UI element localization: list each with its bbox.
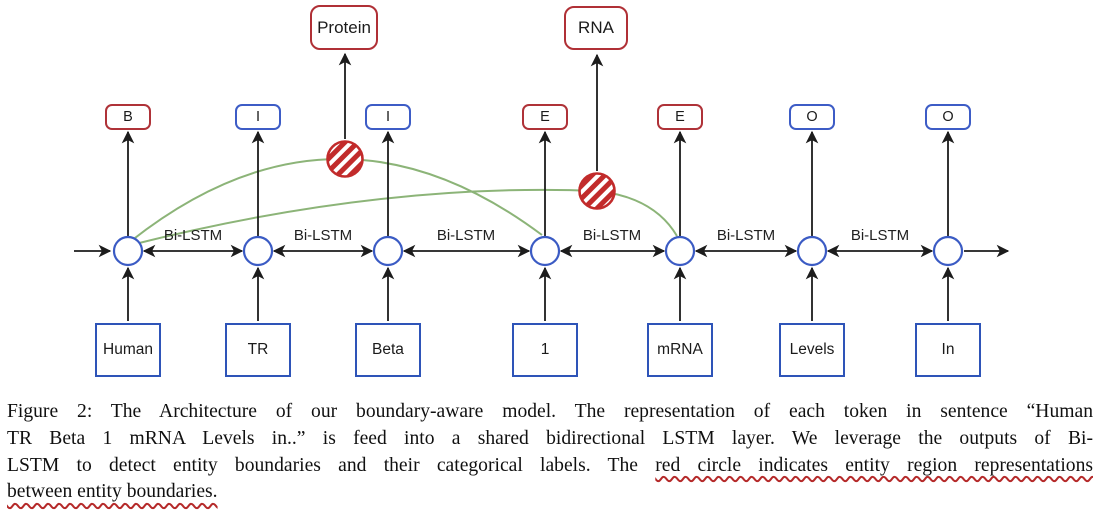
caption-line-2: TR Beta 1 mRNA Levels in..” is feed into… — [7, 426, 1093, 453]
tag-box-3: I — [365, 104, 411, 130]
caption-text: TR Beta 1 mRNA Levels in..” is feed into… — [7, 427, 1093, 449]
tag-box-4: E — [522, 104, 568, 130]
diagram-canvas — [74, 52, 1010, 321]
token-label: TR — [247, 341, 269, 358]
bilstm-label-1: Bi-LSTM — [163, 227, 223, 244]
entity-label-protein: Protein — [317, 17, 371, 37]
token-box-in: In — [915, 323, 981, 377]
tag-box-1: B — [105, 104, 151, 130]
caption-line-3: LSTM to detect entity boundaries and the… — [7, 453, 1093, 480]
token-box-1: 1 — [512, 323, 578, 377]
token-box-beta: Beta — [355, 323, 421, 377]
bilstm-label-6: Bi-LSTM — [850, 227, 910, 244]
boundary-curve-rna — [130, 188, 678, 246]
lstm-state-circle-4 — [529, 235, 561, 267]
tag-label: I — [255, 109, 261, 125]
lstm-state-circle-1 — [112, 235, 144, 267]
caption-text: LSTM to detect entity boundaries and the… — [7, 454, 656, 476]
lstm-state-circle-6 — [796, 235, 828, 267]
token-label: Levels — [789, 341, 835, 358]
tag-label: O — [806, 109, 818, 125]
tag-label: E — [675, 109, 685, 125]
entity-region-rna-icon — [578, 172, 616, 210]
token-label: In — [941, 341, 955, 358]
tag-label: I — [385, 109, 391, 125]
token-box-tr: TR — [225, 323, 291, 377]
architecture-diagram: Protein RNA B I I E E O O Bi-LSTM Bi-LST… — [74, 5, 1010, 377]
token-label: 1 — [540, 341, 550, 358]
caption-line-4: between entity boundaries. — [7, 479, 1093, 506]
entity-box-protein: Protein — [310, 5, 378, 50]
token-label: mRNA — [657, 341, 703, 358]
tag-box-2: I — [235, 104, 281, 130]
tag-box-5: E — [657, 104, 703, 130]
lstm-state-circle-7 — [932, 235, 964, 267]
caption-text-wavy-underlined: between entity boundaries. — [7, 481, 218, 503]
tag-box-7: O — [925, 104, 971, 130]
token-label: Human — [103, 341, 153, 358]
figure-caption: Figure 2: The Architecture of our bounda… — [7, 399, 1093, 506]
lstm-state-circle-5 — [664, 235, 696, 267]
caption-text: Figure 2: The Architecture of our bounda… — [7, 401, 1093, 422]
bilstm-label-2: Bi-LSTM — [293, 227, 353, 244]
token-box-mrna: mRNA — [647, 323, 713, 377]
tag-label: B — [123, 109, 133, 125]
token-label: Beta — [372, 341, 404, 358]
entity-label-rna: RNA — [578, 18, 614, 37]
bilstm-label-5: Bi-LSTM — [716, 227, 776, 244]
caption-text-wavy-underlined: red circle indicates entity region repre… — [655, 454, 1093, 476]
tag-label: E — [540, 109, 550, 125]
token-box-levels: Levels — [779, 323, 845, 377]
tag-box-6: O — [789, 104, 835, 130]
lstm-state-circle-2 — [242, 235, 274, 267]
caption-line-1: Figure 2: The Architecture of our bounda… — [7, 399, 1093, 426]
bilstm-label-3: Bi-LSTM — [436, 227, 496, 244]
lstm-state-circle-3 — [372, 235, 404, 267]
token-box-human: Human — [95, 323, 161, 377]
entity-region-protein-icon — [326, 140, 364, 178]
tag-label: O — [942, 109, 954, 125]
entity-box-rna: RNA — [564, 6, 628, 50]
bilstm-label-4: Bi-LSTM — [582, 227, 642, 244]
